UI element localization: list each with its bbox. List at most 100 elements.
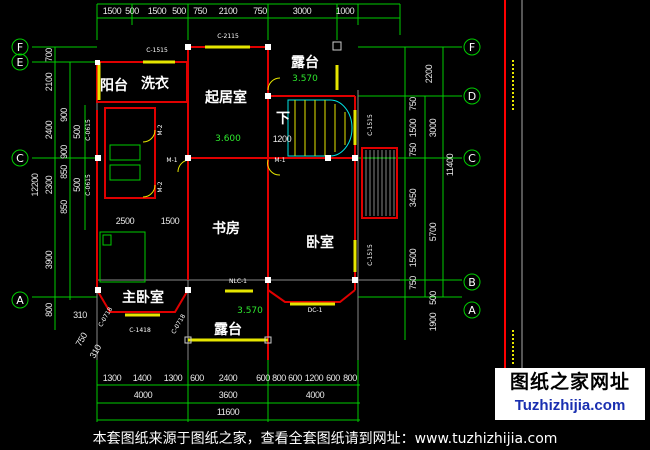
dim-text: 1500	[103, 6, 122, 16]
exterior-steps	[365, 150, 395, 216]
elevation-text: 3.570	[292, 74, 318, 84]
dim-text: 1300	[103, 373, 122, 383]
watermark-box: 图纸之家网址 Tuzhizhijia.com	[495, 368, 645, 420]
dim-text: 800	[343, 373, 357, 383]
opening-label: NLC-1	[229, 278, 247, 285]
dim-text: 11400	[445, 153, 455, 176]
dim-text: 1500	[408, 248, 418, 267]
dim-text: 310	[73, 310, 87, 320]
room-balcony: 阳台	[100, 77, 128, 94]
dim-text: 850	[59, 165, 69, 179]
interior-dimensions: 2500 1500 1200	[116, 134, 292, 226]
dim-text: 750	[408, 276, 418, 290]
axis-label: B	[468, 276, 476, 289]
opening-labels: C-2115 C-1515 C-1515 C-1515 C-0615 C-061…	[85, 33, 374, 335]
dim-text: 850	[59, 200, 69, 214]
room-terrace-bottom: 露台	[214, 321, 242, 338]
elevation-marks: 3.570 3.600 3.570	[215, 74, 318, 316]
dim-text: 500	[428, 291, 438, 305]
watermark-title: 图纸之家网址	[509, 371, 630, 393]
room-bedroom: 卧室	[306, 234, 334, 251]
axis-label: F	[17, 41, 23, 54]
room-living: 起居室	[204, 89, 247, 106]
opening-label: C-0615	[85, 174, 92, 196]
dim-text: 750	[408, 97, 418, 111]
fixtures	[99, 144, 146, 283]
top-dimensions: 1500 500 1500 500 750 2100 750 3000 1000	[103, 6, 355, 16]
windows	[97, 45, 357, 342]
dim-text: 1000	[336, 6, 355, 16]
opening-label: M-2	[157, 124, 164, 135]
room-study: 书房	[212, 220, 240, 237]
dim-text: 750	[408, 143, 418, 157]
room-master-bedroom: 主卧室	[122, 289, 164, 306]
axis-label: A	[468, 304, 476, 317]
opening-label: C-1515	[367, 114, 374, 136]
dim-text: 1900	[428, 312, 438, 331]
dim-text: 2100	[44, 72, 54, 91]
opening-label: M-2	[157, 181, 164, 192]
dim-text: 4000	[134, 390, 153, 400]
dim-text: 500	[172, 6, 186, 16]
dim-text: 600	[326, 373, 340, 383]
axis-label: E	[17, 56, 24, 69]
dim-text: 3450	[408, 188, 418, 207]
stair-down-label: 下	[276, 111, 290, 127]
room-terrace-top: 露台	[291, 54, 319, 71]
bottom-dimensions: 1300 1400 1300 600 2400 600 800 600 1200…	[103, 373, 358, 417]
dim-text: 1500	[161, 216, 180, 226]
walls	[96, 46, 398, 360]
axis-label: C	[16, 152, 24, 165]
dim-text: 600	[288, 373, 302, 383]
staircase	[287, 99, 353, 157]
dim-text: 800	[44, 303, 54, 317]
opening-label: C-0718	[170, 313, 187, 335]
opening-label: C-1515	[146, 47, 168, 54]
opening-label: C-1418	[129, 327, 151, 334]
dim-text: 500	[72, 178, 82, 192]
dim-text: 800	[272, 373, 286, 383]
axis-labels: F E C A F D C B A	[16, 41, 476, 317]
dim-text: 3000	[293, 6, 312, 16]
dim-text: 500	[125, 6, 139, 16]
dim-text: 1200	[273, 134, 292, 144]
dim-text: 600	[256, 373, 270, 383]
dim-text: 5700	[428, 222, 438, 241]
dim-text: 1300	[164, 373, 183, 383]
axis-bubbles	[11, 38, 481, 319]
watermark-url[interactable]: Tuzhizhijia.com	[514, 397, 626, 414]
axis-label: A	[16, 294, 24, 307]
opening-label: DC-1	[308, 307, 323, 314]
dim-text: 1500	[408, 118, 418, 137]
footer-caption: 本套图纸来源于图纸之家，查看全套图纸请到网址：www.tuzhizhijia.c…	[92, 431, 558, 447]
dim-text: 700	[44, 48, 54, 62]
dim-text: 2100	[219, 6, 238, 16]
dim-text: 12200	[30, 173, 40, 196]
dim-text: 4000	[306, 390, 325, 400]
dim-text: 750	[253, 6, 267, 16]
opening-label: C-0615	[85, 119, 92, 141]
room-laundry: 洗衣	[141, 75, 170, 92]
left-dimensions: 700 2100 2400 2300 3900 800 12200 900 50…	[30, 48, 103, 360]
elevation-text: 3.570	[237, 306, 263, 316]
axis-label: D	[468, 90, 476, 103]
dim-text: 3600	[219, 390, 238, 400]
dim-text: 1500	[148, 6, 167, 16]
dim-text: 3000	[428, 118, 438, 137]
dim-text: 600	[190, 373, 204, 383]
dim-text: 1400	[133, 373, 152, 383]
opening-label: M-1	[166, 157, 177, 164]
dimension-lines	[32, 3, 462, 422]
dim-text: 310	[88, 343, 104, 360]
opening-label: C-1515	[367, 244, 374, 266]
dim-text: 750	[74, 331, 90, 348]
dim-text: 11600	[217, 407, 240, 417]
dim-text: 900	[59, 108, 69, 122]
columns	[95, 41, 358, 344]
dim-text: 2500	[116, 216, 135, 226]
right-dimensions: 2200 750 1500 750 3450 1500 750 500 1900…	[408, 64, 455, 331]
dim-text: 1200	[305, 373, 324, 383]
dim-text: 2400	[44, 120, 54, 139]
